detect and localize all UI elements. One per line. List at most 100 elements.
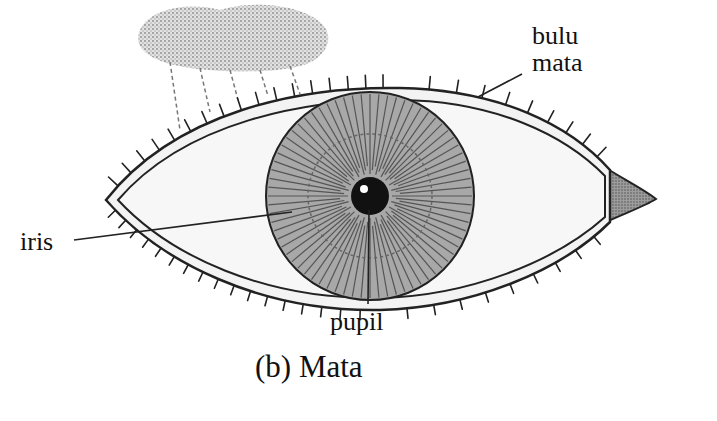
- eyelash: [302, 304, 304, 314]
- eyelash: [169, 257, 174, 266]
- iris-fibre: [274, 161, 345, 187]
- eyelash: [528, 101, 533, 113]
- dashed-line: [200, 68, 210, 112]
- iris-fibre: [352, 96, 365, 171]
- eyelash: [199, 272, 203, 281]
- leader-lines: [74, 74, 522, 304]
- eyelash: [130, 230, 136, 238]
- iris-fibre: [396, 178, 471, 191]
- eyelash: [597, 147, 606, 157]
- iris-fibre: [270, 201, 345, 214]
- iris-fibre: [400, 201, 471, 214]
- iris-fibre: [381, 215, 421, 284]
- iris-fibre: [387, 216, 436, 274]
- eyelash: [237, 98, 241, 110]
- eyelash: [122, 163, 131, 173]
- iris-fibre: [390, 130, 448, 179]
- eyelash: [168, 129, 175, 140]
- iris-fibres: [268, 94, 472, 298]
- iris-disc: [266, 92, 474, 300]
- eyelash: [407, 308, 408, 318]
- iris-fibre: [361, 94, 367, 166]
- eyelash: [143, 239, 149, 247]
- eye-outline: [106, 88, 610, 310]
- eyelash: [109, 177, 119, 186]
- eyelash: [156, 248, 162, 256]
- dashed-line: [260, 70, 268, 96]
- iris-fibre: [397, 209, 462, 239]
- eyelash: [456, 80, 458, 93]
- dashed-line: [230, 70, 238, 100]
- eyelash: [460, 300, 462, 310]
- part-label: pupil: [330, 308, 383, 335]
- eyelash: [119, 220, 126, 227]
- iris-fibre: [400, 187, 472, 193]
- eyelash: [594, 237, 600, 245]
- tear-duct: [606, 168, 656, 222]
- eyelash: [231, 285, 234, 294]
- dashed-line: [290, 66, 300, 94]
- iris-fibre: [292, 130, 347, 176]
- iris-ring: [308, 134, 432, 258]
- pupil-disc: [351, 177, 389, 215]
- eyelash: [506, 92, 510, 104]
- figure-caption: (b) Mata: [255, 350, 363, 384]
- eyelash: [184, 265, 189, 274]
- eyelash: [256, 92, 260, 105]
- iris-fibre: [352, 226, 365, 297]
- eyelash: [485, 293, 488, 303]
- eyelash: [364, 75, 366, 88]
- iris-fibre: [396, 198, 472, 205]
- iris-fibre: [369, 94, 370, 174]
- dashed-line: [170, 62, 180, 130]
- eyelash: [482, 86, 485, 99]
- eyelash: [311, 81, 313, 94]
- eyelash: [329, 78, 330, 91]
- iris-fibre: [389, 118, 435, 173]
- eyelash: [108, 210, 115, 217]
- eyelash: [582, 134, 590, 144]
- iris-fibre: [268, 187, 344, 194]
- iris-fibre: [373, 226, 379, 298]
- iris-fibre: [304, 219, 350, 274]
- eyelash: [248, 291, 251, 301]
- pupil-highlight: [360, 185, 368, 193]
- leader-line: [74, 212, 292, 240]
- iris-fibre: [379, 100, 405, 171]
- eyelash: [321, 307, 322, 317]
- eyelash: [548, 111, 554, 123]
- eyelash: [434, 305, 436, 315]
- eyelash: [152, 139, 159, 150]
- eyelash: [566, 122, 573, 133]
- iris-fibre: [344, 98, 365, 175]
- iris-fibre: [268, 199, 340, 205]
- eyelash: [292, 84, 294, 97]
- part-label: bulu mata: [532, 22, 583, 77]
- eyelash: [510, 284, 514, 293]
- iris-fibre: [270, 178, 341, 191]
- iris-fibre: [387, 221, 428, 280]
- iris-fibre: [304, 118, 353, 176]
- leader-line: [478, 74, 522, 97]
- eyelash: [347, 77, 348, 90]
- eyelash: [382, 75, 384, 88]
- leader-line: [368, 210, 369, 304]
- eyelash: [185, 120, 191, 132]
- eyelash: [274, 88, 277, 101]
- iris-fibre: [393, 215, 448, 261]
- eyelashes: [108, 75, 606, 320]
- iris-fibre: [292, 213, 350, 262]
- eyelash: [265, 296, 268, 306]
- eyelash: [429, 77, 430, 90]
- eyelash: [283, 301, 285, 311]
- iris-fibre: [361, 222, 368, 298]
- eyelash: [533, 274, 537, 283]
- eyelash: [576, 250, 582, 258]
- eyelash: [555, 263, 560, 272]
- eyelash: [137, 151, 145, 161]
- eyelash: [220, 104, 225, 116]
- iris-fibre: [383, 104, 413, 169]
- iris-fibre: [375, 96, 388, 167]
- eyelash: [214, 279, 218, 288]
- cloud-smudge: [138, 5, 328, 72]
